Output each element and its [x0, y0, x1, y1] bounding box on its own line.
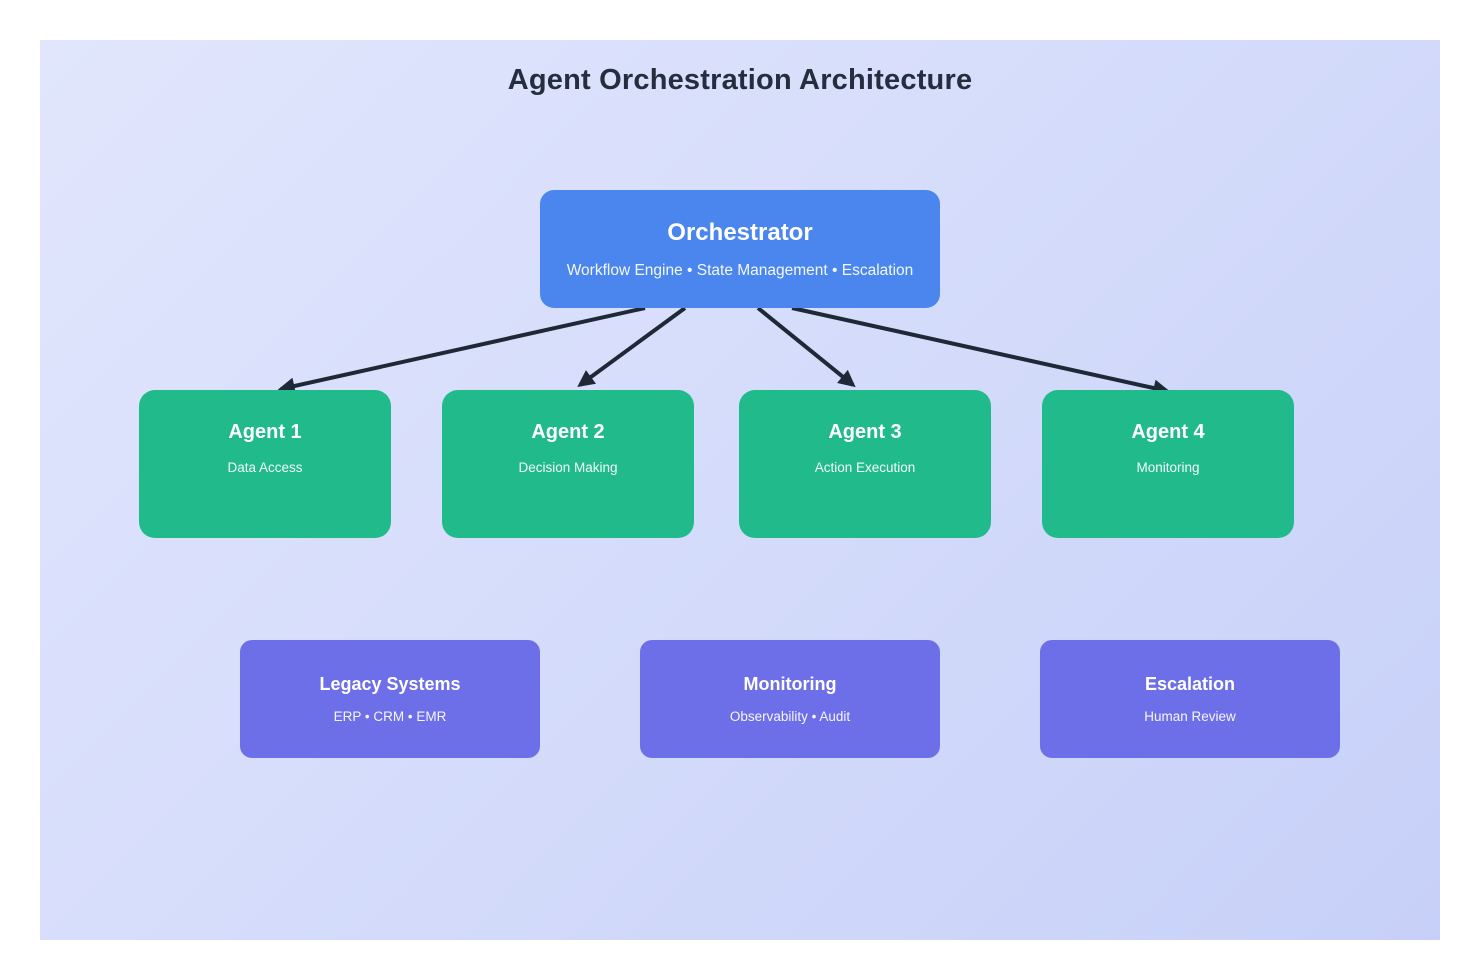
monitoring-subtitle: Observability • Audit — [729, 709, 851, 724]
agent-4-node: Agent 4 Monitoring — [1042, 390, 1294, 538]
agent-3-node: Agent 3 Action Execution — [739, 390, 991, 538]
agent-2-subtitle: Decision Making — [518, 460, 618, 475]
agent-1-node: Agent 1 Data Access — [139, 390, 391, 538]
diagram-panel: Agent Orchestration Architecture Orchest… — [40, 40, 1440, 940]
agent-1-subtitle: Data Access — [227, 460, 303, 475]
diagram-title: Agent Orchestration Architecture — [507, 64, 973, 96]
escalation-node: Escalation Human Review — [1040, 640, 1340, 758]
orchestrator-title: Orchestrator — [667, 218, 813, 246]
arrow-orchestrator-agent2 — [577, 306, 687, 388]
agent-1-title: Agent 1 — [228, 421, 302, 443]
monitoring-node: Monitoring Observability • Audit — [640, 640, 940, 758]
orchestrator-node: Orchestrator Workflow Engine • State Man… — [540, 190, 940, 308]
legacy-systems-subtitle: ERP • CRM • EMR — [333, 709, 447, 724]
escalation-title: Escalation — [1144, 674, 1236, 694]
escalation-subtitle: Human Review — [1144, 709, 1236, 724]
agent-2-node: Agent 2 Decision Making — [442, 390, 694, 538]
agent-3-title: Agent 3 — [828, 421, 902, 443]
agent-4-title: Agent 4 — [1131, 421, 1205, 443]
orchestrator-subtitle: Workflow Engine • State Management • Esc… — [566, 261, 914, 279]
arrow-orchestrator-agent3 — [756, 306, 856, 388]
agent-4-subtitle: Monitoring — [1136, 460, 1200, 475]
agent-2-title: Agent 2 — [531, 421, 605, 443]
monitoring-title: Monitoring — [743, 674, 837, 694]
legacy-systems-node: Legacy Systems ERP • CRM • EMR — [240, 640, 540, 758]
arrow-orchestrator-agent1 — [277, 306, 646, 395]
legacy-systems-title: Legacy Systems — [319, 674, 461, 694]
agent-3-subtitle: Action Execution — [814, 460, 916, 475]
arrow-orchestrator-agent4 — [791, 306, 1171, 397]
